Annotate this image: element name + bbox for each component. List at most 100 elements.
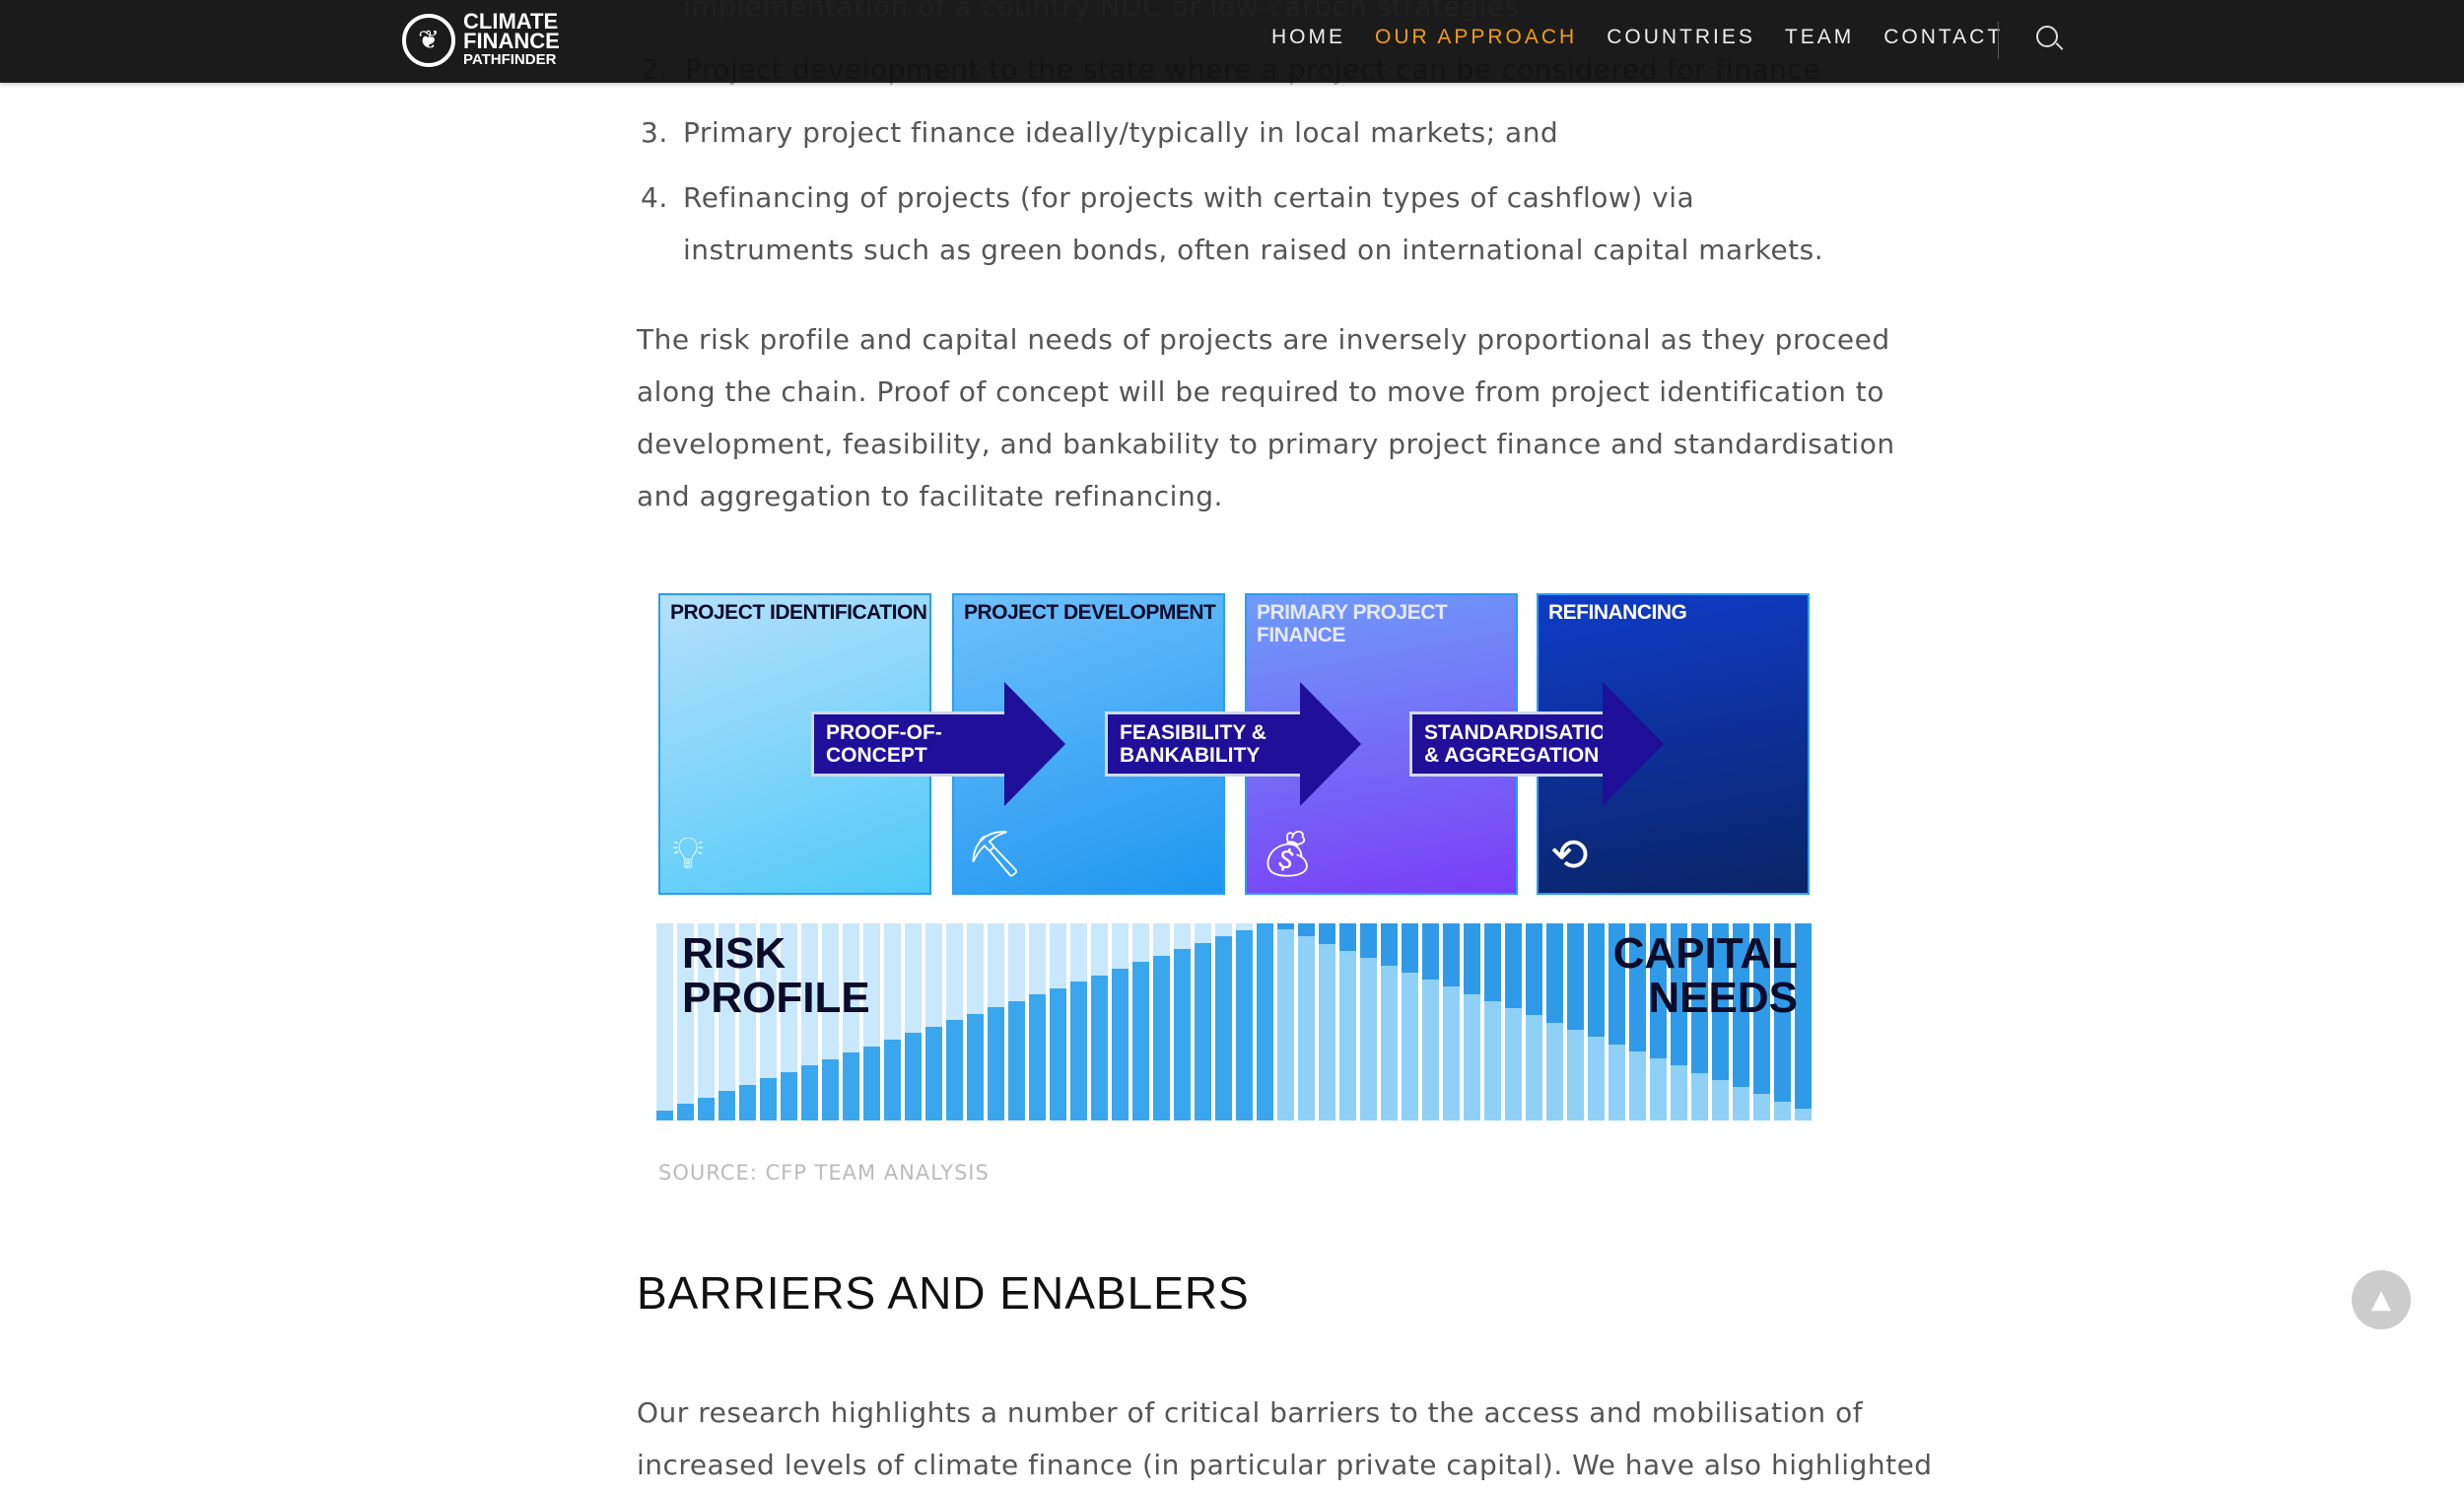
bar bbox=[1402, 923, 1418, 1120]
bar-fill bbox=[1257, 923, 1273, 1120]
bar-fill bbox=[719, 1091, 735, 1120]
bar-fill bbox=[1774, 1101, 1791, 1120]
bar bbox=[1319, 923, 1335, 1120]
nav-our-approach[interactable]: OUR APPROACH bbox=[1375, 26, 1578, 48]
bar-fill bbox=[905, 1033, 922, 1120]
list-item-4: 4. Refinancing of projects (for projects… bbox=[641, 181, 1824, 266]
bar bbox=[925, 923, 942, 1120]
bar-fill bbox=[698, 1097, 715, 1120]
bar bbox=[1236, 923, 1253, 1120]
bar bbox=[719, 923, 735, 1120]
bar bbox=[677, 923, 694, 1120]
bar-fill bbox=[884, 1040, 901, 1120]
bar-fill bbox=[1319, 943, 1335, 1120]
bar bbox=[822, 923, 839, 1120]
bar-fill bbox=[656, 1111, 673, 1120]
bar bbox=[1091, 923, 1108, 1120]
bar bbox=[1050, 923, 1066, 1120]
bar bbox=[1774, 923, 1791, 1120]
bar bbox=[1753, 923, 1770, 1120]
bar bbox=[1712, 923, 1729, 1120]
bar-fill bbox=[801, 1065, 818, 1120]
bar-fill bbox=[1505, 1008, 1522, 1120]
bar-fill bbox=[1132, 962, 1149, 1120]
paragraph-barriers: Our research highlights a number of crit… bbox=[637, 1396, 1933, 1481]
nav-home[interactable]: HOME bbox=[1271, 26, 1345, 48]
bar-fill bbox=[946, 1020, 963, 1120]
bar-fill bbox=[1360, 958, 1377, 1120]
bar-fill bbox=[1112, 969, 1129, 1120]
bar-fill bbox=[1691, 1072, 1708, 1120]
bar bbox=[1132, 923, 1149, 1120]
search-icon[interactable] bbox=[2036, 26, 2058, 47]
bar-fill bbox=[739, 1084, 756, 1120]
bar bbox=[1733, 923, 1749, 1120]
bar bbox=[760, 923, 777, 1120]
site-header: ❦ CLIMATE FINANCE PATHFINDER HOME OUR AP… bbox=[0, 0, 2464, 83]
bar-fill bbox=[760, 1078, 777, 1120]
bar bbox=[884, 923, 901, 1120]
logo[interactable]: ❦ CLIMATE FINANCE PATHFINDER bbox=[402, 9, 560, 68]
scroll-to-top-button[interactable]: ▲ bbox=[2352, 1270, 2411, 1329]
bar bbox=[1443, 923, 1460, 1120]
logo-text: FINANCE bbox=[463, 29, 560, 53]
bar-fill bbox=[1650, 1058, 1667, 1120]
list-item-hidden: implementation of a country NDC or low-c… bbox=[683, 0, 1520, 23]
bar-fill bbox=[1422, 980, 1439, 1120]
nav-divider bbox=[1998, 22, 1999, 59]
lightbulb-icon: 💡︎ bbox=[672, 826, 705, 879]
bar bbox=[698, 923, 715, 1120]
bar-fill bbox=[1091, 975, 1108, 1120]
risk-capital-bars bbox=[656, 923, 1812, 1120]
logo-text: PATHFINDER bbox=[463, 51, 557, 68]
logo-text: CLIMATE bbox=[463, 9, 559, 34]
paragraph-risk: The risk profile and capital needs of pr… bbox=[637, 323, 1895, 512]
bar-fill bbox=[1795, 1109, 1812, 1120]
bar-fill bbox=[1546, 1022, 1563, 1120]
bar-fill bbox=[1174, 949, 1191, 1120]
bar-fill bbox=[1629, 1050, 1646, 1120]
bar-fill bbox=[1381, 965, 1398, 1120]
bar-fill bbox=[1588, 1037, 1605, 1120]
dollar-cycle-icon: ⟲ bbox=[1550, 828, 1589, 881]
bar-fill bbox=[1402, 972, 1418, 1120]
bar bbox=[1112, 923, 1129, 1120]
bar bbox=[1070, 923, 1087, 1120]
bar bbox=[1484, 923, 1501, 1120]
bar bbox=[1215, 923, 1232, 1120]
bar-fill bbox=[1671, 1065, 1687, 1120]
bar bbox=[1008, 923, 1025, 1120]
bar bbox=[1608, 923, 1625, 1120]
bar-fill bbox=[1277, 929, 1294, 1120]
nav-contact[interactable]: CONTACT bbox=[1883, 26, 2004, 48]
bar bbox=[1298, 923, 1315, 1120]
nav-countries[interactable]: COUNTRIES bbox=[1607, 26, 1755, 48]
bar bbox=[1464, 923, 1480, 1120]
nav-team[interactable]: TEAM bbox=[1784, 26, 1855, 48]
bar bbox=[1691, 923, 1708, 1120]
bar-fill bbox=[1567, 1030, 1584, 1120]
bar-fill bbox=[1298, 936, 1315, 1120]
bar-fill bbox=[677, 1104, 694, 1120]
bar-fill bbox=[1070, 982, 1087, 1120]
bar bbox=[781, 923, 797, 1120]
bar bbox=[863, 923, 880, 1120]
bar bbox=[946, 923, 963, 1120]
bar bbox=[1567, 923, 1584, 1120]
bar-fill bbox=[1526, 1015, 1542, 1120]
bar bbox=[656, 923, 673, 1120]
bar-fill bbox=[967, 1013, 984, 1120]
bar-fill bbox=[1608, 1044, 1625, 1120]
bar bbox=[1339, 923, 1356, 1120]
bar-fill bbox=[1733, 1087, 1749, 1120]
bar bbox=[801, 923, 818, 1120]
money-bag-icon: 💰︎ bbox=[1259, 827, 1317, 880]
bar bbox=[988, 923, 1004, 1120]
bar bbox=[905, 923, 922, 1120]
bar-fill bbox=[925, 1026, 942, 1120]
bar bbox=[1174, 923, 1191, 1120]
bar bbox=[1195, 923, 1211, 1120]
bar bbox=[1029, 923, 1046, 1120]
bar-fill bbox=[1029, 994, 1046, 1120]
bar-fill bbox=[1339, 951, 1356, 1120]
